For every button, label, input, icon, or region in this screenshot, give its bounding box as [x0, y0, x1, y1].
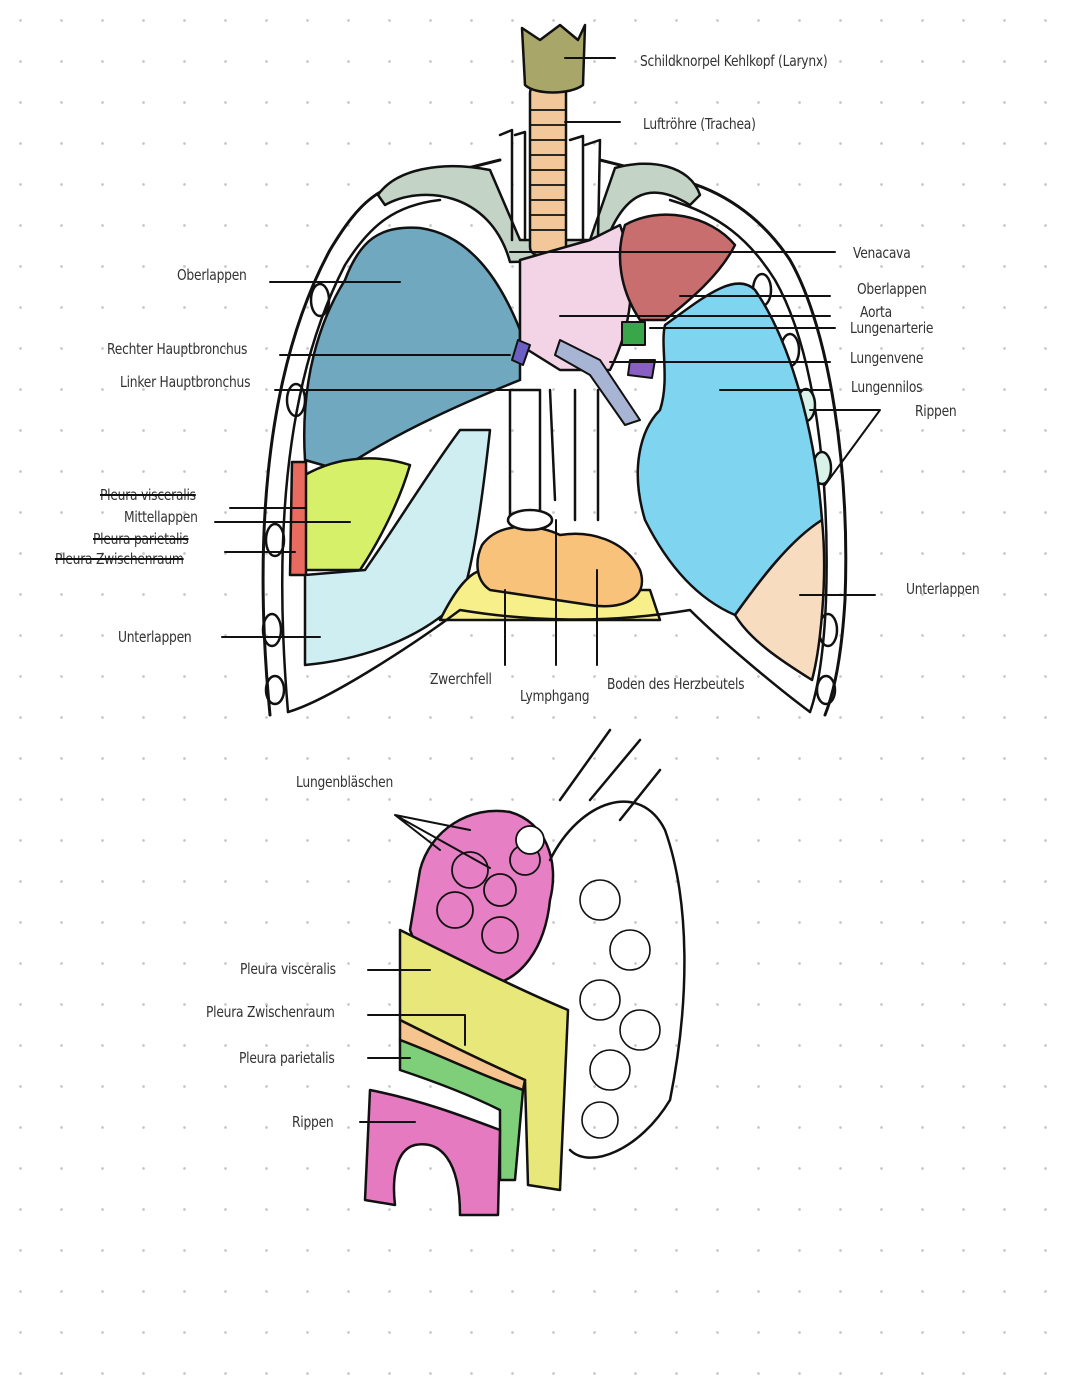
bronchi — [511, 321, 656, 426]
lung-tissue-outline — [548, 728, 686, 1159]
label-unterlappen-left: Unterlappen — [906, 580, 980, 598]
larynx — [520, 23, 587, 94]
label-trachea: Luftröhre (Trachea) — [643, 115, 756, 133]
rib-bottom — [363, 1088, 502, 1217]
label-rippen-top: Rippen — [915, 402, 957, 420]
label-linker-hauptbronchus: Linker Hauptbronchus — [120, 373, 251, 391]
label-unterlappen-right: Unterlappen — [118, 628, 192, 646]
pleura-red — [288, 460, 308, 577]
label-oberlappen-left: Oberlappen — [857, 280, 927, 298]
label-lymphgang: Lymphgang — [520, 687, 590, 705]
label-pleura-zwischenraum-struck: Pleura Zwischenraum — [55, 550, 184, 568]
mediastinum — [518, 223, 633, 372]
label-oberlappen-right: Oberlappen — [177, 266, 247, 284]
left-upper-lobe — [618, 213, 737, 322]
leader-lines — [214, 57, 881, 1123]
label-boden-herzbeutel: Boden des Herzbeutels — [607, 675, 745, 693]
left-lower-lobe — [733, 518, 826, 682]
middle-lobe — [303, 457, 412, 572]
label-aorta: Aorta — [860, 303, 892, 321]
label-lungenarterie: Lungenarterie — [850, 319, 934, 337]
label-pleura-visceralis-struck: Pleura visceralis — [100, 486, 196, 504]
clavicles — [376, 162, 702, 264]
label-pleura-parietalis-struck: Pleura parietalis — [93, 530, 189, 548]
label-venacava: Venacava — [853, 244, 911, 262]
label-lungenvene: Lungenvene — [850, 349, 924, 367]
label-rechter-hauptbronchus: Rechter Hauptbronchus — [107, 340, 248, 358]
label-lungennilos: Lungennilos — [851, 378, 923, 396]
label-pleura-visceralis: Pleura visceralis — [240, 960, 336, 978]
label-zwerchfell: Zwerchfell — [430, 670, 492, 688]
label-pleura-parietalis: Pleura parietalis — [239, 1049, 335, 1067]
label-lungenblaschen: Lungenbläschen — [296, 773, 394, 791]
label-pleura-zwischenraum: Pleura Zwischenraum — [206, 1003, 335, 1021]
label-mittellappen: Mittellappen — [124, 508, 198, 526]
right-lower-lobe — [303, 428, 492, 667]
label-larynx: Schildknorpel Kehlkopf (Larynx) — [640, 52, 828, 70]
label-rippen-bottom: Rippen — [292, 1113, 334, 1131]
pleura-parietalis-layer — [398, 1038, 525, 1182]
